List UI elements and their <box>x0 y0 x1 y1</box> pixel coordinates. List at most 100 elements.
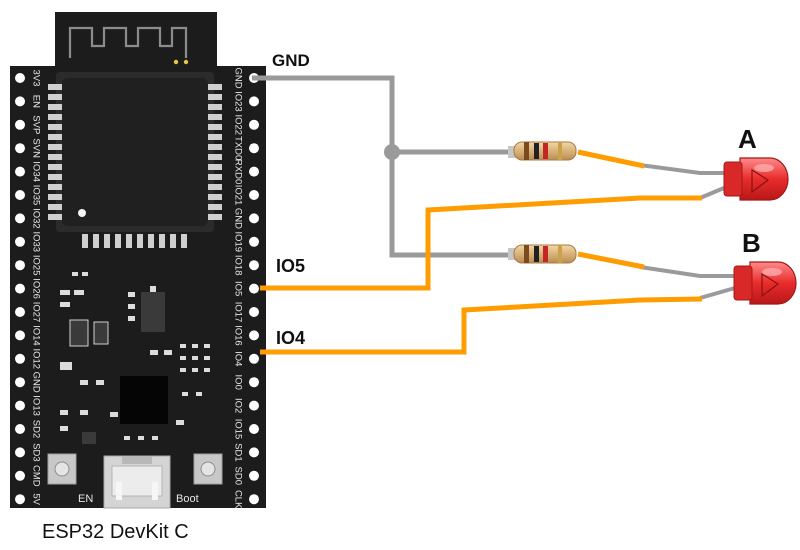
right-header-pin <box>249 143 259 154</box>
left-pin-label: SD3 <box>31 443 42 461</box>
right-pin-label: IO18 <box>233 255 244 276</box>
module-pad <box>48 154 62 160</box>
module-pad <box>208 124 222 130</box>
smd-components <box>60 272 210 444</box>
io5-wire <box>260 195 702 291</box>
left-header-pin <box>15 166 25 177</box>
led-b <box>733 261 797 305</box>
en-button[interactable] <box>47 453 77 485</box>
board-caption: ESP32 DevKit C <box>42 521 189 543</box>
right-header-pin <box>249 119 259 130</box>
left-pin-label: CMD <box>31 465 42 487</box>
right-header-pin <box>249 470 259 481</box>
module-pad <box>181 234 187 248</box>
module-pad <box>48 134 62 140</box>
module-pad <box>48 214 62 220</box>
esp32-board: 3V3ENSVPSVNIO34IO35IO32IO33IO25IO26IO27I… <box>10 12 266 509</box>
gnd-wire <box>252 75 510 155</box>
gnd-junction <box>384 144 400 160</box>
left-pin-label: EN <box>31 95 42 108</box>
right-pin-label: IO16 <box>233 325 244 346</box>
left-pin-label: IO34 <box>31 161 42 182</box>
module-pad <box>137 234 143 248</box>
module-pad <box>208 204 222 210</box>
left-header-pin <box>15 494 25 505</box>
left-pin-label: SVP <box>31 115 42 134</box>
left-header-pin <box>15 424 25 434</box>
right-header-pin <box>249 236 259 247</box>
left-pin-label: IO27 <box>31 302 42 323</box>
left-pin-label: IO12 <box>31 348 42 369</box>
module-pad <box>48 144 62 150</box>
left-header-pin <box>15 377 25 388</box>
module-pad <box>208 94 222 100</box>
left-pin-label: SVN <box>31 138 42 158</box>
antenna-trace <box>68 26 188 58</box>
module-pad <box>208 134 222 140</box>
right-pin-label: IO17 <box>233 302 244 323</box>
right-pin-label: GND <box>233 67 244 88</box>
left-header-pin <box>15 283 25 294</box>
led-b-anode-leg <box>699 286 736 300</box>
right-header-pin <box>249 283 259 294</box>
module-pad <box>48 204 62 210</box>
left-pin-label: IO33 <box>31 231 42 252</box>
led-b-cathode-leg <box>639 265 740 278</box>
module-pad <box>208 164 222 170</box>
module-pad <box>208 194 222 200</box>
module-pad <box>48 124 62 130</box>
right-pin-label: IO5 <box>233 281 244 296</box>
module-pad <box>208 114 222 120</box>
led-b-label: B <box>742 228 761 258</box>
module-pad <box>48 84 62 90</box>
module-pad <box>208 154 222 160</box>
left-header-pin <box>15 143 25 154</box>
module-pad <box>126 234 132 248</box>
left-header <box>15 73 25 505</box>
right-header <box>249 73 259 505</box>
left-pin-label: SD2 <box>31 420 42 438</box>
right-pin-label: RXD0 <box>233 159 244 184</box>
right-pin-label: SD0 <box>233 467 244 485</box>
module-pad <box>48 194 62 200</box>
right-pin-label: SD1 <box>233 443 244 461</box>
module-pad <box>208 104 222 110</box>
led-a-label: A <box>738 124 757 154</box>
right-pin-label: IO4 <box>233 351 244 366</box>
gnd-branch-wire <box>389 152 510 258</box>
right-pin-label: CLK <box>233 490 244 509</box>
left-header-pin <box>15 353 25 364</box>
boot-button[interactable] <box>193 453 223 485</box>
module-pad <box>48 114 62 120</box>
right-header-pin <box>249 447 259 458</box>
left-header-pin <box>15 447 25 458</box>
module-pad <box>208 84 222 90</box>
right-header-pin <box>249 307 259 317</box>
right-header-pin <box>249 260 259 271</box>
left-pin-labels: 3V3ENSVPSVNIO34IO35IO32IO33IO25IO26IO27I… <box>31 70 42 506</box>
io4-wire <box>260 296 703 355</box>
right-pin-label: TXD0 <box>233 136 244 160</box>
module-pad <box>208 144 222 150</box>
resistor-a-to-led-wire <box>577 149 645 169</box>
module-pad <box>159 234 165 248</box>
left-header-pin <box>15 96 25 107</box>
left-header-pin <box>15 119 25 130</box>
led-a <box>723 157 789 201</box>
resistor-b-to-led-wire <box>577 251 645 270</box>
antenna-module <box>55 12 217 72</box>
right-pin-label: IO2 <box>233 398 244 413</box>
left-pin-label: 3V3 <box>31 70 42 87</box>
io4-wire-label: IO4 <box>276 328 305 348</box>
right-header-pin <box>249 96 259 107</box>
right-pin-label: GND <box>233 208 244 229</box>
left-header-pin <box>15 236 25 247</box>
led-a-anode-leg <box>699 186 725 200</box>
right-header-pin <box>249 377 259 388</box>
module-pad <box>115 234 121 248</box>
gnd-wire-label: GND <box>272 51 310 70</box>
module-pad <box>48 104 62 110</box>
module-pad <box>48 184 62 190</box>
usb-connector <box>103 455 171 509</box>
right-header-pin <box>249 213 259 224</box>
